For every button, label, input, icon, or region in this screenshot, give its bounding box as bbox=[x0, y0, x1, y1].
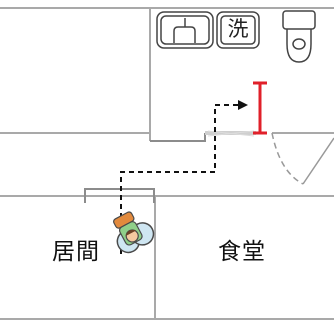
person-hair bbox=[125, 229, 137, 237]
washer-inner bbox=[220, 15, 256, 45]
room-label-living: 居間 bbox=[52, 239, 100, 265]
barrier-mark bbox=[253, 81, 267, 135]
washer-icon bbox=[216, 11, 260, 49]
person-legs bbox=[113, 211, 135, 229]
toilet-bowl bbox=[286, 29, 312, 63]
toilet-seat bbox=[292, 38, 306, 50]
room-label-dining: 食堂 bbox=[218, 239, 266, 265]
bathroom-threshold bbox=[150, 130, 256, 142]
sink-inner bbox=[160, 15, 210, 45]
door-swing-arc bbox=[271, 132, 304, 185]
route-path bbox=[120, 100, 248, 254]
threshold-hatch-2 bbox=[207, 130, 255, 137]
sink-icon bbox=[156, 11, 214, 49]
route-line bbox=[120, 104, 239, 254]
wheelchair-user-icon bbox=[113, 211, 155, 254]
door-leaf bbox=[302, 137, 334, 185]
washer-label: 洗 bbox=[227, 17, 249, 41]
sink-outer bbox=[156, 11, 214, 49]
threshold-line bbox=[150, 133, 206, 142]
route-arrow-icon bbox=[238, 100, 248, 110]
toilet-tank bbox=[282, 10, 316, 30]
living-door-frame bbox=[84, 188, 155, 203]
washer-outer bbox=[216, 11, 260, 49]
sink-basin bbox=[173, 26, 196, 43]
walls bbox=[0, 7, 334, 320]
toilet-icon bbox=[282, 10, 316, 63]
swing-door bbox=[271, 132, 334, 185]
